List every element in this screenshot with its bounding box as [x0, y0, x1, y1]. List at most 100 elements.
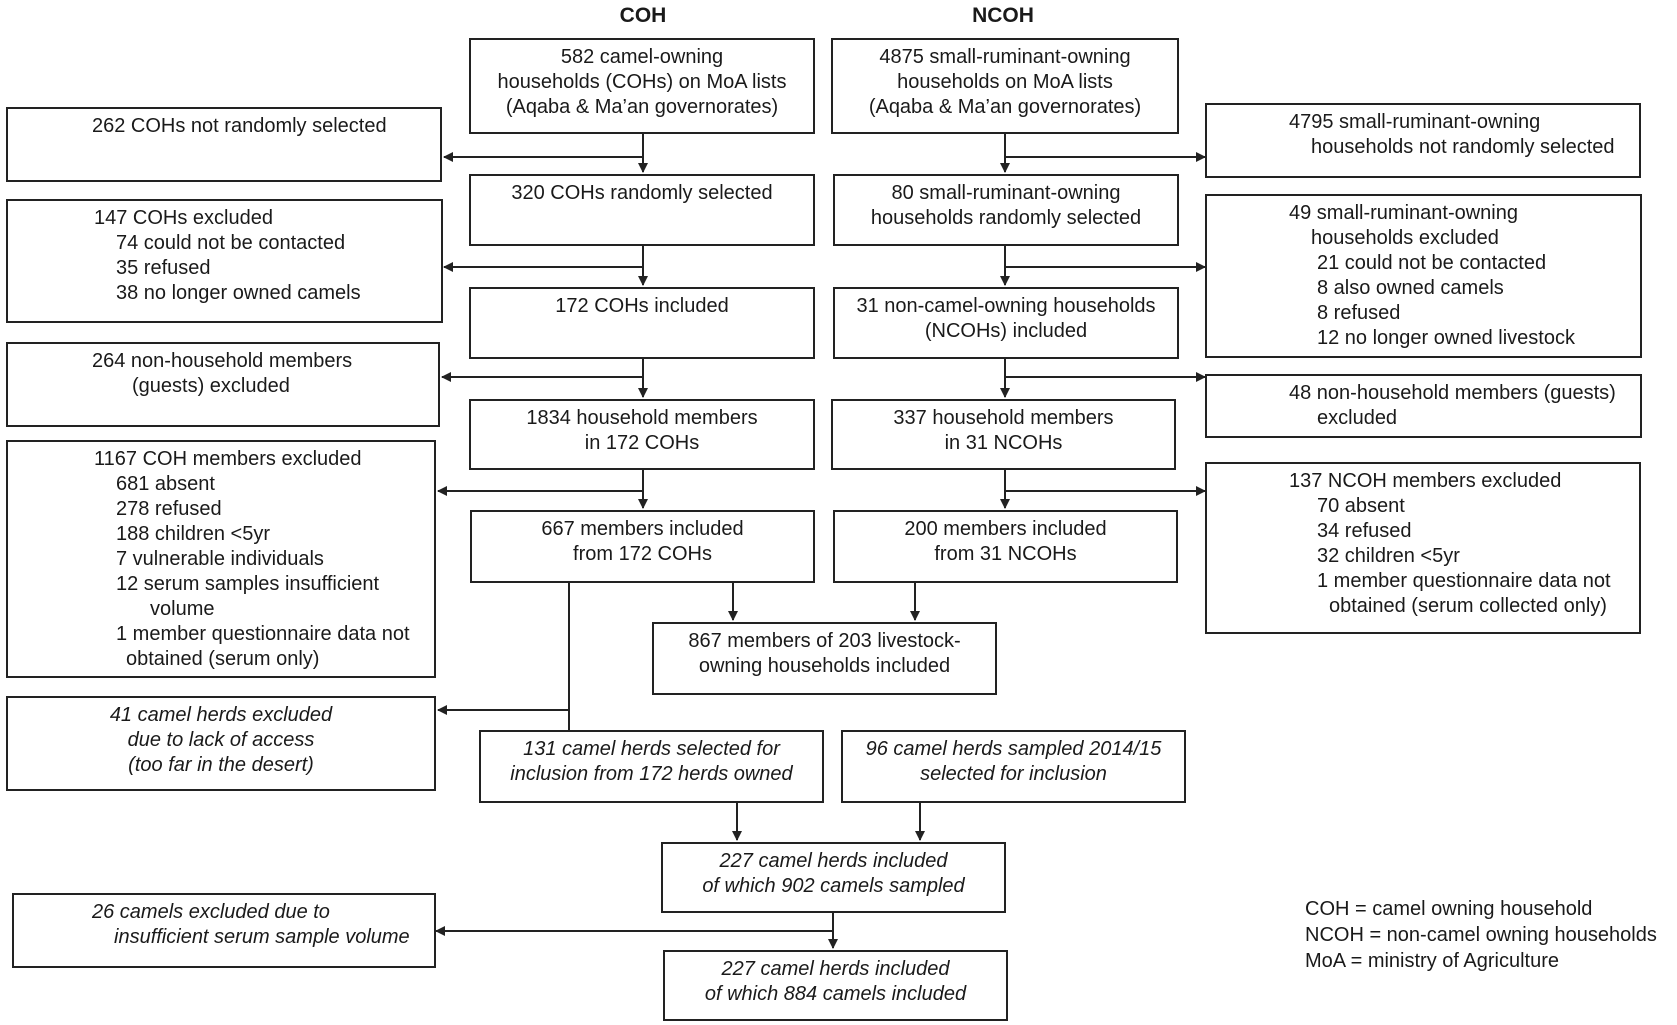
legend-item: NCOH = non-camel owning households — [1305, 924, 1657, 946]
coh-selected-box: 320 COHs randomly selected — [469, 174, 815, 246]
box-line: from 172 COHs — [573, 543, 712, 565]
box-line: 227 camel herds included — [721, 958, 950, 980]
box-line: households randomly selected — [870, 207, 1142, 229]
box-line: 867 members of 203 livestock- — [688, 630, 961, 652]
box-line: 1167 COH members excluded — [94, 448, 362, 470]
box-line: in 31 NCOHs — [944, 432, 1063, 454]
box-line: households on MoA lists — [897, 71, 1113, 93]
coh-included-box: 172 COHs included — [469, 287, 815, 359]
box-line: (Aqaba & Ma’an governorates) — [868, 96, 1142, 118]
box-line: 35 refused — [116, 257, 211, 279]
box-line: in 172 COHs — [584, 432, 700, 454]
ncoh-excluded-box: 49 small-ruminant-owning households excl… — [1205, 194, 1642, 358]
box-line: 131 camel herds selected for — [523, 738, 780, 760]
legend-item: COH = camel owning household — [1305, 898, 1593, 920]
box-line: 200 members included — [904, 518, 1107, 540]
box-line: 681 absent — [116, 473, 215, 495]
box-line: inclusion from 172 herds owned — [510, 763, 793, 785]
box-line: 262 COHs not randomly selected — [92, 115, 387, 137]
box-line: 172 COHs included — [555, 295, 729, 317]
coh-members-excluded-box: 1167 COH members excluded 681 absent 278… — [6, 440, 436, 678]
box-line: (too far in the desert) — [128, 754, 314, 776]
box-line: obtained (serum only) — [126, 648, 320, 670]
box-line: 1 member questionnaire data not — [116, 623, 410, 645]
box-line: selected for inclusion — [920, 763, 1107, 785]
box-line: 8 refused — [1317, 302, 1401, 324]
box-line: 264 non-household members — [92, 350, 353, 372]
box-line: 4795 small-ruminant-owning — [1289, 111, 1541, 133]
ncoh-selected-box: 80 small-ruminant-owning households rand… — [833, 174, 1179, 246]
coh-members-included-box: 667 members included from 172 COHs — [470, 510, 815, 583]
ncoh-members-excluded-box: 137 NCOH members excluded 70 absent 34 r… — [1205, 462, 1641, 634]
box-line: 31 non-camel-owning households — [856, 295, 1156, 317]
box-line: 38 no longer owned camels — [116, 282, 361, 304]
herds-excluded-box: 41 camel herds excluded due to lack of a… — [6, 696, 436, 791]
box-line: 70 absent — [1317, 495, 1405, 517]
box-line: 32 children <5yr — [1317, 545, 1460, 567]
box-line: from 31 NCOHs — [934, 543, 1077, 565]
box-line: obtained (serum collected only) — [1329, 595, 1607, 617]
box-line: 227 camel herds included — [719, 850, 948, 872]
herds-included-box: 227 camel herds included of which 902 ca… — [661, 842, 1006, 913]
box-line: (Aqaba & Ma’an governorates) — [505, 96, 779, 118]
box-line: 320 COHs randomly selected — [511, 182, 773, 204]
box-line: 26 camels excluded due to — [92, 901, 330, 923]
box-line: 12 no longer owned livestock — [1317, 327, 1575, 349]
box-line: 12 serum samples insufficient — [116, 573, 380, 595]
box-line: 21 could not be contacted — [1317, 252, 1547, 274]
box-line: 74 could not be contacted — [116, 232, 346, 254]
box-line: 1 member questionnaire data not — [1317, 570, 1611, 592]
box-line: due to lack of access — [127, 729, 315, 751]
box-line: 41 camel herds excluded — [109, 704, 333, 726]
box-line: 582 camel-owning — [560, 46, 724, 68]
coh-top-box: 582 camel-owning households (COHs) on Mo… — [469, 38, 815, 134]
box-line: 667 members included — [541, 518, 744, 540]
ncoh-column-header: NCOH — [972, 4, 1034, 27]
camels-excluded-box: 26 camels excluded due to insufficient s… — [12, 893, 436, 968]
box-line: 1834 household members — [526, 407, 758, 429]
box-line: 7 vulnerable individuals — [116, 548, 324, 570]
box-line: 188 children <5yr — [116, 523, 270, 545]
legend-item: MoA = ministry of Agriculture — [1305, 950, 1559, 972]
ncoh-members-included-box: 200 members included from 31 NCOHs — [833, 510, 1178, 583]
ncoh-top-box: 4875 small-ruminant-owning households on… — [831, 38, 1179, 134]
box-line: (guests) excluded — [132, 375, 290, 397]
box-line: of which 902 camels sampled — [702, 875, 965, 897]
box-line: 96 camel herds sampled 2014/15 — [865, 738, 1162, 760]
box-line: of which 884 camels included — [704, 983, 967, 1005]
coh-members-box: 1834 household members in 172 COHs — [469, 399, 815, 470]
box-line: (NCOHs) included — [924, 320, 1088, 342]
coh-column-header: COH — [619, 4, 667, 27]
herds-sampled-box: 96 camel herds sampled 2014/15 selected … — [841, 730, 1186, 803]
box-line: 80 small-ruminant-owning — [891, 182, 1121, 204]
box-line: 147 COHs excluded — [94, 207, 273, 229]
ncoh-members-box: 337 household members in 31 NCOHs — [831, 399, 1176, 470]
box-line: 8 also owned camels — [1317, 277, 1504, 299]
box-line: 278 refused — [116, 498, 222, 520]
coh-excluded-box: 147 COHs excluded 74 could not be contac… — [6, 199, 443, 323]
box-line: 48 non-household members (guests) — [1289, 382, 1616, 404]
ncoh-not-selected-box: 4795 small-ruminant-owning households no… — [1205, 103, 1641, 178]
members-total-box: 867 members of 203 livestock- owning hou… — [652, 622, 997, 695]
box-line: owning households included — [698, 655, 951, 677]
box-line: 137 NCOH members excluded — [1289, 470, 1562, 492]
box-line: households (COHs) on MoA lists — [497, 71, 787, 93]
herds-selected-box: 131 camel herds selected for inclusion f… — [479, 730, 824, 803]
coh-not-selected-box: 262 COHs not randomly selected — [6, 107, 442, 182]
box-line: excluded — [1317, 407, 1398, 429]
box-line: households not randomly selected — [1311, 136, 1615, 158]
box-line: 4875 small-ruminant-owning — [879, 46, 1131, 68]
abbreviation-legend: COH = camel owning household NCOH = non-… — [1305, 896, 1657, 974]
box-line: 34 refused — [1317, 520, 1412, 542]
box-line: 337 household members — [893, 407, 1114, 429]
box-line: households excluded — [1311, 227, 1499, 249]
box-line: volume — [150, 598, 215, 620]
box-line: 49 small-ruminant-owning — [1289, 202, 1518, 224]
coh-guests-excluded-box: 264 non-household members (guests) exclu… — [6, 342, 440, 427]
herds-final-box: 227 camel herds included of which 884 ca… — [663, 950, 1008, 1021]
ncoh-included-box: 31 non-camel-owning households (NCOHs) i… — [833, 287, 1179, 359]
box-line: insufficient serum sample volume — [114, 926, 410, 948]
ncoh-guests-excluded-box: 48 non-household members (guests) exclud… — [1205, 374, 1642, 438]
